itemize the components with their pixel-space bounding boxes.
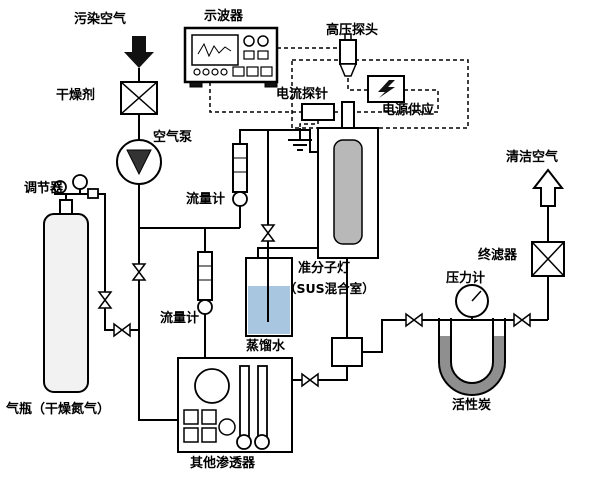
desiccant-box xyxy=(120,81,158,115)
label-oscilloscope: 示波器 xyxy=(204,9,244,24)
power-supply-box xyxy=(367,75,405,103)
label-air-pump: 空气泵 xyxy=(153,130,193,145)
signal-cables xyxy=(209,47,469,129)
flow-meter-1-symbol xyxy=(232,143,248,207)
lightning-icon xyxy=(378,80,395,98)
mixing-box xyxy=(331,337,363,367)
valve-icons xyxy=(97,224,531,388)
label-flow-meter-2: 流量计 xyxy=(160,311,200,326)
polluted-air-arrow-icon xyxy=(124,36,154,68)
label-current-probe: 电流探针 xyxy=(276,87,329,102)
label-desiccant: 干燥剂 xyxy=(56,88,96,103)
label-power-supply: 电源供应 xyxy=(382,103,435,118)
label-hv-probe: 高压探头 xyxy=(326,23,379,38)
regulator-gauges xyxy=(53,174,99,199)
label-excimer-lamp: 准分子灯 xyxy=(298,261,351,276)
hv-probe-symbol xyxy=(338,33,358,77)
permeator-box xyxy=(177,357,293,453)
label-regulator: 调节器 xyxy=(24,181,64,196)
label-activated-carbon: 活性炭 xyxy=(452,398,492,413)
clean-air-arrow-icon xyxy=(531,168,565,207)
label-final-filter: 终滤器 xyxy=(478,248,518,263)
gas-cylinder xyxy=(43,199,89,393)
oscilloscope-device xyxy=(183,26,279,88)
current-probe-box xyxy=(301,103,335,121)
flow-meter-2-symbol xyxy=(197,251,213,315)
label-sus-chamber: （SUS混合室） xyxy=(284,281,375,296)
label-polluted-air: 污染空气 xyxy=(74,12,127,27)
label-distilled-water: 蒸馏水 xyxy=(246,339,286,354)
activated-carbon-utube xyxy=(438,318,506,396)
label-other-permeator: 其他渗透器 xyxy=(190,456,256,471)
label-gas-cylinder: 气瓶（干燥氮气） xyxy=(6,402,111,417)
excimer-lamp xyxy=(317,101,379,259)
label-pressure-gauge: 压力计 xyxy=(446,271,486,286)
label-flow-meter-1: 流量计 xyxy=(186,192,226,207)
air-pump-symbol xyxy=(116,139,162,185)
pressure-gauge-symbol xyxy=(455,284,489,318)
ground-icon xyxy=(288,128,312,151)
final-filter-box xyxy=(531,241,565,277)
label-clean-air: 清洁空气 xyxy=(506,150,559,165)
